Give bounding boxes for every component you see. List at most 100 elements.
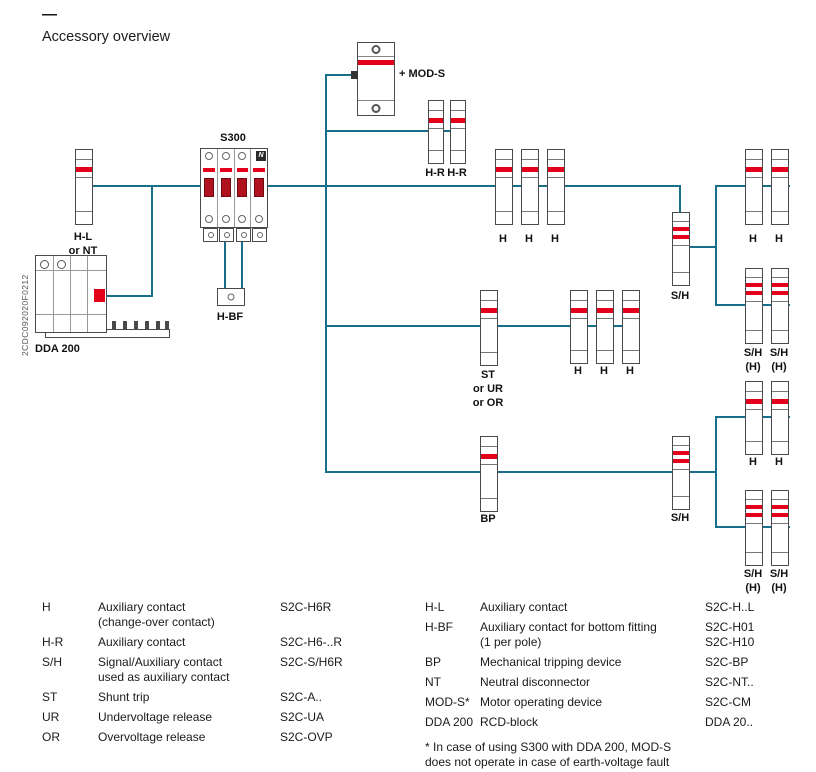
label-dda200: DDA 200 [35, 343, 80, 355]
label-s-h-h: S/H (H) [769, 568, 789, 594]
screw-icon [204, 215, 213, 223]
busbar-tooth [112, 321, 116, 330]
coupling-notch [351, 71, 358, 79]
legend-right: H-L Auxiliary contact S2C-H..L H-BF Auxi… [425, 600, 797, 770]
label-h: H [749, 456, 757, 468]
screw-icon [57, 260, 66, 269]
legend-code: S2C-H6-..R [280, 635, 343, 649]
label-h: H [749, 233, 757, 245]
legend-code: S2C-OVP [280, 730, 333, 744]
legend-row-bp: BP Mechanical tripping device S2C-BP [425, 655, 797, 670]
legend-desc: Auxiliary contact [98, 635, 186, 649]
label-h-r: H-R [425, 167, 445, 179]
legend-code: S2C-CM [705, 695, 752, 709]
device-bp [480, 436, 498, 512]
screw-icon [238, 215, 247, 223]
legend-code: S2C-A.. [280, 690, 323, 704]
device-s-h [672, 436, 690, 510]
legend-term: S/H [42, 655, 63, 669]
legend-desc: Signal/Auxiliary contact used as auxilia… [98, 655, 230, 684]
legend-code: DDA 20.. [705, 715, 754, 729]
s300-pole-neutral: N [251, 149, 267, 227]
legend-code: S2C-H01 S2C-H10 [705, 620, 755, 649]
legend-row-h-r: H-R Auxiliary contact S2C-H6-..R [42, 635, 394, 650]
legend-row-ur: UR Undervoltage release S2C-UA [42, 710, 394, 725]
connector-line [103, 295, 153, 297]
legend-desc: Shunt trip [98, 690, 150, 704]
legend-code: S2C-H..L [705, 600, 755, 614]
red-mark [203, 168, 215, 172]
busbar-tooth [145, 321, 149, 330]
legend-desc: RCD-block [480, 715, 539, 729]
legend-code: S2C-NT.. [705, 675, 754, 689]
busbar-comb [45, 321, 170, 338]
page-title: Accessory overview [42, 29, 171, 45]
legend-row-h-l: H-L Auxiliary contact S2C-H..L [425, 600, 797, 615]
terminal-box [236, 228, 251, 242]
connector-line [686, 246, 717, 248]
label-h-l: H-L or NT [68, 231, 98, 257]
device-h-r [428, 100, 444, 164]
legend-term: H-L [425, 600, 445, 614]
legend-code: S2C-S/H6R [280, 655, 343, 669]
device-h [495, 149, 513, 225]
legend-term: NT [425, 675, 441, 689]
terminal-box [219, 228, 234, 242]
document-code: 2CDC092020F0212 [20, 274, 30, 356]
connector-line [325, 74, 327, 473]
label-h-r: H-R [447, 167, 467, 179]
screw-icon [255, 215, 264, 223]
connector-line [83, 185, 680, 187]
legend-desc: Neutral disconnector [480, 675, 591, 689]
device-h-l [75, 149, 93, 225]
connector-line [715, 416, 717, 528]
s300-pole [218, 149, 235, 227]
neutral-badge: N [256, 151, 266, 161]
legend-code: S2C-UA [280, 710, 325, 724]
legend-row-h-bf: H-BF Auxiliary contact for bottom fittin… [425, 620, 797, 650]
label-s-h: S/H [670, 290, 690, 302]
legend-row-or: OR Overvoltage release S2C-OVP [42, 730, 394, 745]
screw-icon [221, 152, 230, 160]
legend-term: MOD-S* [425, 695, 470, 709]
terminal-box [203, 228, 218, 242]
label-bp: BP [480, 513, 496, 525]
busbar-tooth [123, 321, 127, 330]
label-s-h-h: S/H (H) [743, 568, 763, 594]
device-h [547, 149, 565, 225]
device-h [745, 381, 763, 455]
busbar-tooth [165, 321, 169, 330]
s300-pole [201, 149, 218, 227]
connector-line [325, 74, 359, 76]
legend-term: H-R [42, 635, 64, 649]
legend-row-st: ST Shunt trip S2C-A.. [42, 690, 394, 705]
label-mod-s: + MOD-S [399, 68, 446, 80]
legend-code: S2C-BP [705, 655, 749, 669]
red-mark [358, 60, 394, 65]
legend-desc: Motor operating device [480, 695, 603, 709]
label-h: H [499, 233, 507, 245]
device-h [570, 290, 588, 364]
red-mark [94, 289, 105, 302]
legend-desc: Auxiliary contact (change-over contact) [98, 600, 215, 629]
device-s300: N [200, 148, 268, 228]
device-h-r [450, 100, 466, 164]
label-s-h: S/H [670, 512, 690, 524]
legend-row-s-h: S/H Signal/Auxiliary contact used as aux… [42, 655, 394, 685]
device-h [596, 290, 614, 364]
label-h: H [525, 233, 533, 245]
toggle-handle [203, 178, 214, 197]
device-h [771, 149, 789, 225]
device-h [771, 381, 789, 455]
legend-desc: Undervoltage release [98, 710, 213, 724]
legend-term: H [42, 600, 51, 614]
terminal-box [252, 228, 267, 242]
screw-icon [40, 260, 49, 269]
red-mark [253, 168, 265, 172]
device-s-h-h [771, 490, 789, 566]
connector-line [679, 185, 681, 215]
label-h: H [775, 233, 783, 245]
device-mod-s [351, 42, 395, 116]
device-s-h-h [745, 490, 763, 566]
